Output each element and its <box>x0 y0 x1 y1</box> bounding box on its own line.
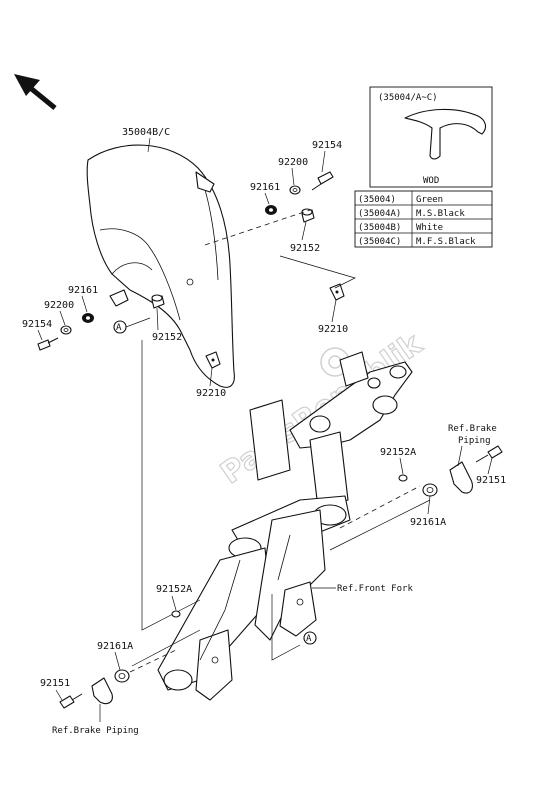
right-bolt-92151 <box>475 445 503 463</box>
right-grommet-92161A <box>422 483 438 497</box>
label-92161-left: 92161 <box>68 285 98 296</box>
color-code-cell: (35004) <box>358 195 396 205</box>
label-92154-top: 92154 <box>312 140 342 151</box>
label-92154-left: 92154 <box>22 319 52 330</box>
label-92152-left: 92152 <box>152 332 182 343</box>
label-35004BC: 35004B/C <box>122 127 170 138</box>
right-clip-92210 <box>329 283 345 301</box>
label-35004BC-leader <box>147 137 151 153</box>
marker-a-lower-leader <box>271 594 301 661</box>
left-collar-92152A <box>171 610 181 618</box>
marker-a-text: A <box>306 634 312 644</box>
color-name-cell: White <box>416 223 443 233</box>
color-box-header: (35004/A~C) <box>378 93 438 103</box>
right-collar-92152A <box>398 474 408 482</box>
left-bolt-92154 <box>37 337 59 351</box>
left-assembly-leader <box>141 340 201 631</box>
label-92200-top: 92200 <box>278 157 308 168</box>
label-92152-top: 92152 <box>290 243 320 254</box>
right-leader <box>329 499 431 551</box>
label-ref-brake-lower: Ref.Brake Piping <box>52 726 139 736</box>
label-92210-bottom: 92210 <box>196 388 226 399</box>
left-bracket-clip <box>109 289 129 307</box>
left-bolt-92151 <box>59 693 83 709</box>
left-lower-leader <box>131 629 201 667</box>
upper-bolt-92154 <box>311 171 334 191</box>
color-code-table: (35004) Green (35004A) M.S.Black (35004B… <box>354 190 493 248</box>
label-92161A-right: 92161A <box>410 517 446 528</box>
upper-washer-92200 <box>289 185 301 195</box>
lower-clip-92210 <box>205 351 221 369</box>
label-92161A-left: 92161A <box>97 641 133 652</box>
fender-thumbnail <box>404 108 487 160</box>
label-92161-top: 92161 <box>250 182 280 193</box>
label-92151-right: 92151 <box>476 475 506 486</box>
left-grommet-92161A <box>114 669 130 683</box>
left-collar-92152 <box>151 294 165 309</box>
label-92152A-right: 92152A <box>380 447 416 458</box>
marker-a-upper: A <box>113 320 127 334</box>
upper-dash-line <box>204 209 311 246</box>
label-92200-left: 92200 <box>44 300 74 311</box>
upper-leader <box>279 255 356 289</box>
wod-label: WOD <box>423 176 439 186</box>
left-nut-92161 <box>82 313 94 323</box>
label-92152A-left: 92152A <box>156 584 192 595</box>
label-92210-right: 92210 <box>318 324 348 335</box>
left-washer-92200 <box>60 325 72 335</box>
front-fork <box>157 351 413 701</box>
marker-a-lower: A <box>303 631 317 645</box>
label-ref-brake-upper-1: Ref.Brake <box>448 424 497 434</box>
front-fender <box>86 144 235 388</box>
marker-a-text: A <box>116 323 122 333</box>
left-brake-clamp <box>91 677 113 705</box>
label-ref-brake-upper-2: Piping <box>458 436 491 446</box>
color-name-cell: Green <box>416 195 443 205</box>
color-name-cell: M.F.S.Black <box>416 237 476 247</box>
color-name-cell: M.S.Black <box>416 209 465 219</box>
right-brake-clamp <box>449 461 473 494</box>
upper-nut-92161 <box>265 205 277 215</box>
color-code-cell: (35004C) <box>358 237 401 247</box>
color-code-cell: (35004B) <box>358 223 401 233</box>
right-dash-line <box>339 485 421 529</box>
marker-a-leader <box>125 317 151 328</box>
front-direction-arrow <box>14 74 57 110</box>
color-variant-box: (35004/A~C) WOD <box>369 86 493 188</box>
color-code-cell: (35004A) <box>358 209 401 219</box>
label-ref-front-fork: Ref.Front Fork <box>337 584 413 594</box>
label-92151-left: 92151 <box>40 678 70 689</box>
